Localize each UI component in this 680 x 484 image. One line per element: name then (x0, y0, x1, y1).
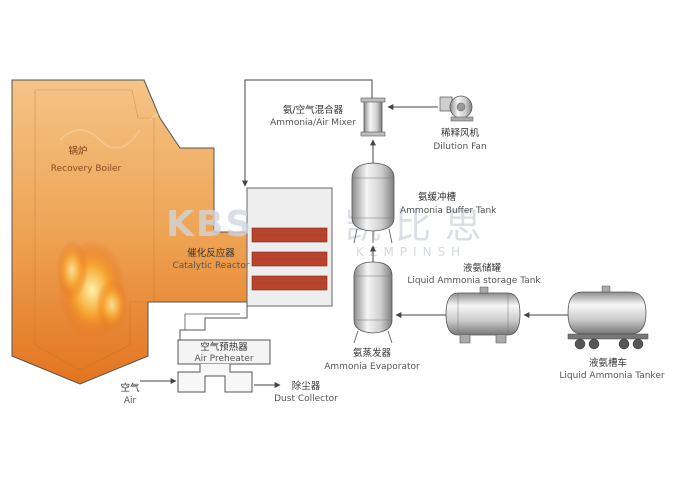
wheel-icon (574, 338, 586, 350)
liquid-ammonia-storage-tank (445, 286, 521, 344)
liquid-ammonia-tanker (567, 285, 649, 350)
watermark-en: KEMPINSH (356, 245, 466, 259)
wheel-icon (588, 338, 600, 350)
evaporator-label-zh: 氨蒸发器 (353, 347, 392, 359)
mixer-label-zh: 氨/空气混合器 (283, 104, 344, 116)
preheater-label-en: Air Preheater (194, 354, 253, 364)
boiler-label-en: Recovery Boiler (51, 164, 122, 174)
dust-collector-label-zh: 除尘器 (292, 380, 321, 392)
mixer-to-reactor-pipe (242, 79, 373, 187)
ammonia-air-mixer (360, 97, 386, 137)
dilution-fan (439, 95, 474, 122)
watermark-logo: KBS (166, 204, 253, 245)
evaporator-label-en: Ammonia Evaporator (324, 362, 420, 372)
ammonia-evaporator (353, 261, 393, 344)
flue-duct (179, 302, 248, 345)
tanker-label-zh: 液氨槽车 (589, 357, 627, 369)
air-label-en: Air (124, 396, 137, 406)
wheel-icon (632, 338, 644, 350)
catalytic-reactor (246, 187, 333, 307)
fan-label-zh: 稀释风机 (441, 127, 480, 139)
recovery-boiler (11, 79, 248, 385)
reactor-label-en: Catalytic Reactor (172, 261, 249, 271)
tanker-label-en: Liquid Ammonia Tanker (559, 371, 664, 381)
preheater-label-zh: 空气预热器 (200, 341, 248, 353)
fan-label-en: Dilution Fan (433, 142, 486, 152)
reactor-label-zh: 催化反应器 (187, 247, 235, 259)
wheel-icon (618, 338, 630, 350)
storage-label-en: Liquid Ammonia storage Tank (407, 276, 541, 286)
mixer-label-en: Ammonia/Air Mixer (270, 118, 356, 128)
air-preheater (177, 339, 271, 393)
ammonia-buffer-tank (351, 162, 395, 244)
storage-label-zh: 液氨储罐 (463, 262, 502, 274)
boiler-label-zh: 锅炉 (68, 145, 87, 157)
air-label-zh: 空气 (120, 382, 140, 394)
dust-collector-label-en: Dust Collector (274, 394, 338, 404)
buffer-label-en: Ammonia Buffer Tank (400, 206, 497, 216)
buffer-label-zh: 氨缓冲槽 (418, 191, 457, 203)
